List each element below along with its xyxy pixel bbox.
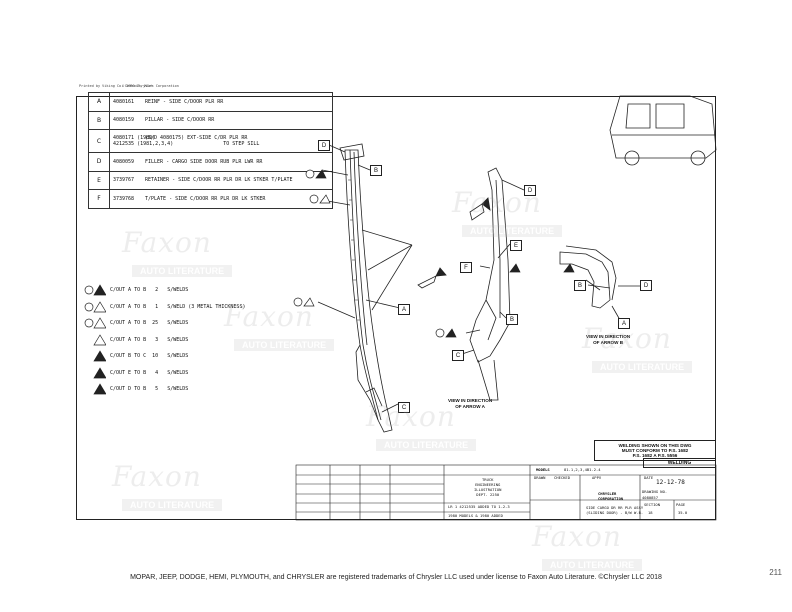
dept-label: TRUCK ENGINEERING ILLUSTRATION DEPT. 225… bbox=[474, 477, 502, 497]
callout-c-view: C bbox=[452, 350, 464, 361]
part-number: 3739767 bbox=[113, 177, 135, 184]
weld-row: 6 C/OUT E TO B 4 S/WELDS bbox=[84, 366, 284, 380]
callout-f-view: F bbox=[460, 262, 472, 273]
drawn-label: DRAWN bbox=[534, 475, 546, 480]
print-note: Printed by Viking Co. Detroit, Mich. bbox=[79, 84, 155, 88]
weld-symbol-icon bbox=[93, 383, 106, 395]
callout-a-right: A bbox=[618, 318, 630, 329]
weld-row: 3 C/OUT A TO B 25 S/WELDS bbox=[84, 316, 284, 330]
part-description: FILLER - CARGO SIDE DOOR RUB PLR LWR RR bbox=[145, 158, 263, 165]
part-number: 4080159 bbox=[113, 117, 135, 124]
part-description: REINF - SIDE C/DOOR PLR RR bbox=[145, 98, 224, 105]
weld-row: 2 C/OUT A TO B 1 S/WELD (3 METAL THICKNE… bbox=[84, 300, 284, 314]
weld-symbol-icon bbox=[84, 317, 106, 329]
welding-note-line1: WELDING SHOWN ON THIS DWG bbox=[618, 443, 692, 448]
copyright-mark: © 1980 Chrysler Corporation bbox=[122, 84, 179, 88]
weld-row: 7 C/OUT D TO B 5 S/WELDS bbox=[84, 382, 284, 396]
welding-note: WELDING SHOWN ON THIS DWG MUST CONFORM T… bbox=[594, 440, 716, 461]
page-number: 211 bbox=[769, 568, 782, 577]
weld-text: C/OUT A TO B 25 S/WELDS bbox=[110, 320, 189, 326]
view-label-a: VIEW IN DIRECTION OF ARROW A bbox=[448, 398, 493, 409]
drawing-title: SIDE CARGO DR RR PLR ASSY (SLIDING DOOR)… bbox=[586, 505, 644, 515]
title-block: MODELS 81.1,2,3,4B1-2-4 TRUCK ENGINEERIN… bbox=[296, 465, 716, 520]
part-description: T/PLATE - SIDE C/DOOR RR PLR DR LK STKER bbox=[145, 195, 266, 202]
date-label: DATE bbox=[644, 475, 654, 480]
callout-d-right: D bbox=[640, 280, 652, 291]
callout-a-main: A bbox=[398, 304, 410, 315]
weld-text: C/OUT E TO B 4 S/WELDS bbox=[110, 369, 189, 376]
weld-row: 5 C/OUT B TO C 10 S/WELDS bbox=[84, 349, 284, 363]
models-value: 81.1,2,3,4B1-2-4 bbox=[564, 467, 601, 472]
weld-symbol-icon bbox=[93, 366, 106, 378]
part-row: C 4080171 (1980) 4212535 (1981,2,3,4) (S… bbox=[88, 130, 333, 153]
weld-text: C/OUT A TO B 3 S/WELDS bbox=[110, 336, 189, 343]
part-description: (S/D 4080175) EXT-SIDE C/DR PLR RR TO ST… bbox=[145, 135, 260, 147]
weld-text: C/OUT B TO C 10 S/WELDS bbox=[110, 353, 189, 359]
section-label: SECTION bbox=[644, 502, 661, 507]
view-label-b: VIEW IN DIRECTION OF ARROW B bbox=[586, 334, 631, 345]
weld-text: C/OUT A TO B 1 S/WELD (3 METAL THICKNESS… bbox=[110, 303, 246, 310]
part-row: D 4080059 FILLER - CARGO SIDE DOOR RUB P… bbox=[88, 153, 333, 172]
part-description: RETAINER - SIDE C/DOOR RR PLR DR LK STKE… bbox=[145, 177, 293, 184]
models-label: MODELS bbox=[536, 467, 550, 472]
weld-row: 1 C/OUT A TO B 2 S/WELDS bbox=[84, 283, 284, 297]
weld-symbol-icon bbox=[93, 350, 106, 362]
part-letter: D bbox=[89, 153, 110, 171]
revision-1: LR 1 4212535 ADDED TO 1-2-3 bbox=[448, 504, 510, 509]
part-row: F 3739768 T/PLATE - SIDE C/DOOR RR PLR D… bbox=[88, 190, 333, 209]
part-number: 3739768 bbox=[113, 195, 135, 202]
weld-symbol-icon bbox=[84, 300, 106, 312]
revision-2: 1980 MODELS & 1980 ADDED bbox=[448, 513, 503, 518]
page-label: PAGE bbox=[676, 502, 686, 507]
part-letter: C bbox=[89, 130, 110, 152]
page-value: 35.0 bbox=[678, 510, 688, 515]
part-number: 4080161 bbox=[113, 98, 135, 105]
welding-tag: WELDING bbox=[643, 458, 716, 468]
weld-symbol-icon bbox=[84, 284, 106, 296]
part-number: 4080059 bbox=[113, 158, 135, 165]
callout-d-main: D bbox=[318, 140, 330, 151]
part-row: E 3739767 RETAINER - SIDE C/DOOR RR PLR … bbox=[88, 171, 333, 190]
welding-note-line2: MUST CONFORM TO P.S. 1682 bbox=[621, 448, 689, 453]
callout-c-main: C bbox=[398, 402, 410, 413]
callout-b-view: B bbox=[506, 314, 518, 325]
weld-row: 4 C/OUT A TO B 3 S/WELDS bbox=[84, 333, 284, 347]
part-row: B 4080159 PILLAR - SIDE C/DOOR RR bbox=[88, 111, 333, 130]
callout-b-main: B bbox=[370, 165, 382, 176]
part-letter: A bbox=[89, 93, 110, 111]
drawing-number-label: DRAWING NO. bbox=[642, 489, 668, 494]
drawing-sheet bbox=[76, 96, 716, 520]
callout-b-right: B bbox=[574, 280, 586, 291]
weld-text: C/OUT A TO B 2 S/WELDS bbox=[110, 287, 189, 293]
drawing-number: 4080857 bbox=[642, 495, 659, 500]
welding-note-line3: P.S. 1682 A P.S. 5556 bbox=[632, 453, 678, 458]
weld-text: C/OUT D TO B 5 S/WELDS bbox=[110, 386, 189, 392]
part-letter: B bbox=[89, 111, 110, 129]
trademark-footer: MOPAR, JEEP, DODGE, HEMI, PLYMOUTH, and … bbox=[130, 574, 662, 581]
section-value: 18 bbox=[648, 510, 653, 515]
part-letter: F bbox=[89, 190, 110, 208]
weld-symbol-icon bbox=[93, 333, 106, 345]
approved-label: APPV bbox=[592, 475, 602, 480]
checked-label: CHECKED bbox=[554, 475, 571, 480]
part-letter: E bbox=[89, 171, 110, 189]
part-row: A 4080161 REINF - SIDE C/DOOR PLR RR bbox=[88, 92, 333, 112]
callout-d-view: D bbox=[524, 185, 536, 196]
part-description: PILLAR - SIDE C/DOOR RR bbox=[145, 117, 215, 124]
callout-e-view: E bbox=[510, 240, 522, 251]
date-value: 12-12-78 bbox=[656, 479, 685, 486]
company-label: CHRYSLER CORPORATION bbox=[598, 491, 624, 501]
